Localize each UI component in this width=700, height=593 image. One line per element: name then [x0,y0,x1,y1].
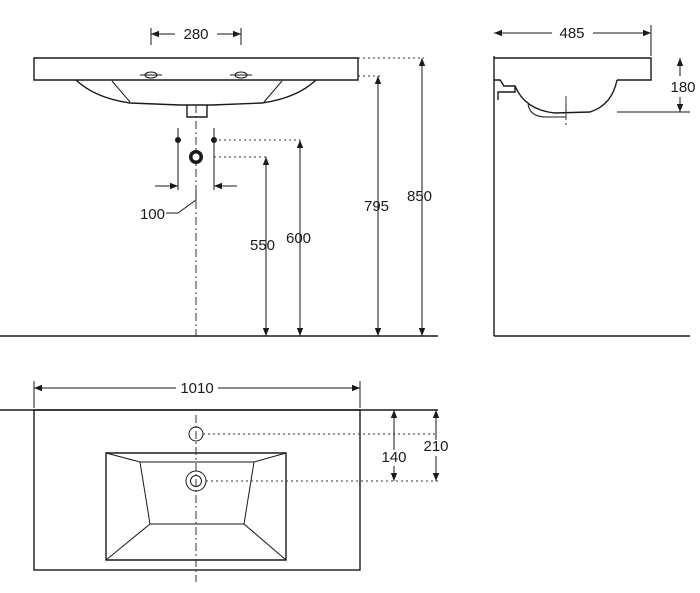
bowl-rib-left [111,80,131,103]
top-view: 1010 140 210 [0,380,449,582]
basin-top-slab [33,57,359,81]
basin-outline [33,409,361,571]
tap-hole-left [140,71,162,79]
dim-drain-offset: 140 [381,449,406,466]
dim-trap-high: 600 [286,230,311,247]
side-slab [494,57,652,81]
dim-basin-height: 180 [670,79,695,96]
dim-rim-height: 795 [364,198,389,215]
side-drain [527,103,567,118]
side-view: 485 180 [493,25,696,337]
side-bracket [494,79,516,100]
drain-stub [186,105,208,118]
bowl-inner-left [105,461,151,561]
dim-depth: 485 [559,25,584,42]
bowl-inner-right [243,461,287,561]
bowl-rib-right [263,80,283,103]
dim-tap-offset: 210 [423,438,448,455]
side-bowl-profile [514,79,618,114]
tap-hole-right [230,71,252,79]
dim-trap-low: 550 [250,237,275,254]
bowl-inner-top [105,452,287,463]
waste-leader [166,190,197,214]
dim-waste-spacing: 100 [140,206,165,223]
dim-tap-spacing: 280 [183,26,208,43]
dim-total-height: 850 [407,188,432,205]
front-view: 100 550 600 795 850 280 [0,26,438,340]
dim-width: 1010 [180,380,213,397]
